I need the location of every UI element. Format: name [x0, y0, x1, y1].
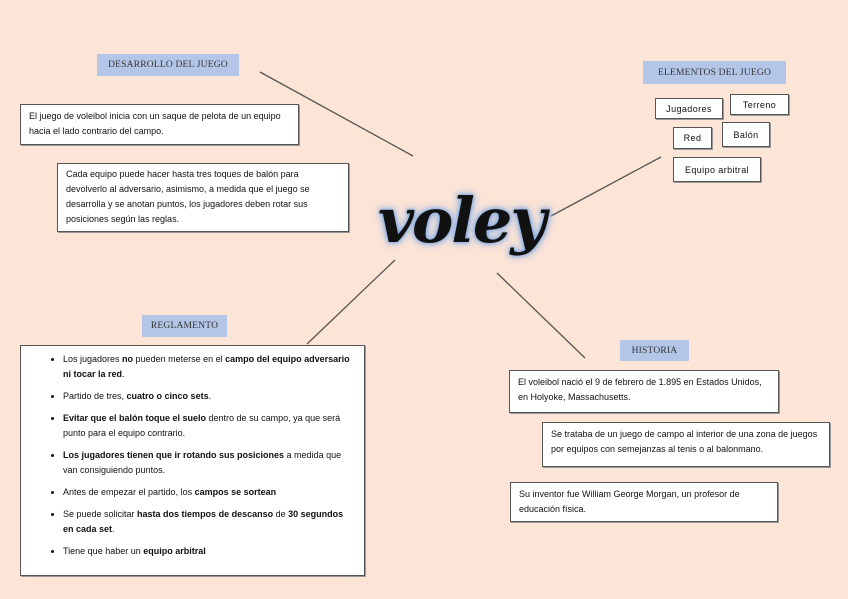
rule-item: Se puede solicitar hasta dos tiempos de …	[63, 507, 354, 537]
rule-item: Evitar que el balón toque el suelo dentr…	[63, 411, 354, 441]
historia-text-1: El voleibol nació el 9 de febrero de 1.8…	[509, 370, 779, 413]
rule-item: Partido de tres, cuatro o cinco sets.	[63, 389, 354, 404]
elemento-terreno: Terreno	[730, 94, 789, 115]
label-historia: HISTORIA	[620, 340, 689, 361]
rule-item: Tiene que haber un equipo arbitral	[63, 544, 354, 559]
elemento-jugadores: Jugadores	[655, 98, 723, 119]
connector-reglamento	[306, 259, 396, 345]
desarrollo-text-2: Cada equipo puede hacer hasta tres toque…	[57, 163, 349, 232]
reglamento-box: Los jugadores no pueden meterse en el ca…	[20, 345, 365, 576]
elemento-balon: Balón	[722, 122, 770, 147]
rule-item: Antes de empezar el partido, los campos …	[63, 485, 354, 500]
elemento-red: Red	[673, 127, 712, 149]
historia-text-2: Se trataba de un juego de campo al inter…	[542, 422, 830, 467]
historia-text-3: Su inventor fue William George Morgan, u…	[510, 482, 778, 522]
connector-desarrollo	[259, 71, 414, 157]
label-elementos: ELEMENTOS DEL JUEGO	[643, 61, 786, 84]
central-title: voley	[378, 184, 546, 257]
rules-list: Los jugadores no pueden meterse en el ca…	[21, 346, 364, 559]
label-reglamento: REGLAMENTO	[142, 315, 227, 337]
elemento-equipo-arbitral: Equipo arbitral	[673, 157, 761, 182]
connector-elementos	[550, 156, 662, 217]
connector-historia	[496, 272, 586, 359]
desarrollo-text-1: El juego de voleibol inicia con un saque…	[20, 104, 299, 145]
rule-item: Los jugadores tienen que ir rotando sus …	[63, 448, 354, 478]
label-desarrollo: DESARROLLO DEL JUEGO	[97, 54, 239, 76]
rule-item: Los jugadores no pueden meterse en el ca…	[63, 352, 354, 382]
